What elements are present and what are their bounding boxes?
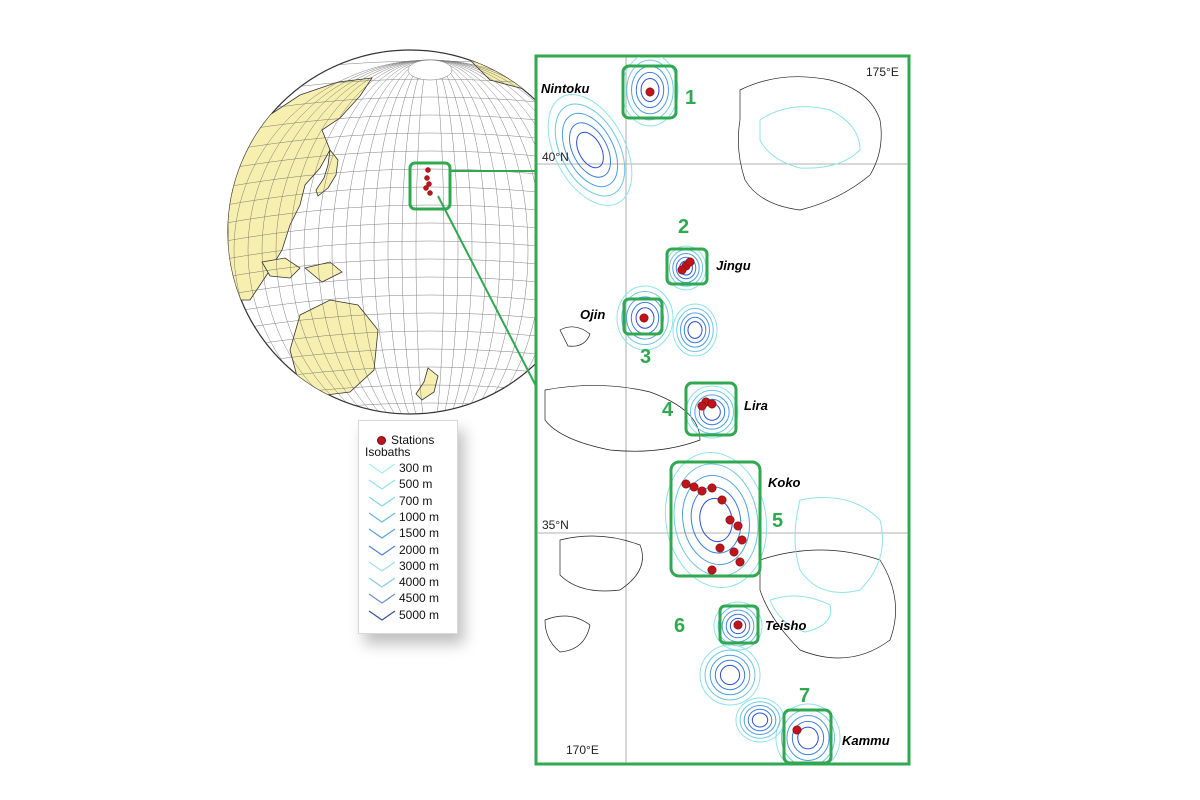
lon-label-bottom: 170°E <box>566 743 599 757</box>
label-jingu: Jingu <box>716 258 751 273</box>
asia-landmass <box>228 77 373 301</box>
station-marker <box>792 725 802 735</box>
station-marker <box>707 399 717 409</box>
box-number-2: 2 <box>678 216 689 238</box>
station-marker <box>685 257 695 267</box>
globe-station-cluster <box>423 167 433 196</box>
station-marker <box>681 479 691 489</box>
lat-label-lower: 35°N <box>542 518 569 532</box>
legend-stations: Stations <box>359 433 457 447</box>
box-koko <box>669 460 762 578</box>
box-nintoku <box>621 64 678 120</box>
box-number-3: 3 <box>640 346 651 368</box>
box-number-6: 6 <box>674 615 685 637</box>
station-marker <box>717 495 727 505</box>
isobath-line-icon <box>368 610 396 621</box>
japan-landmass <box>315 149 339 197</box>
box-number-7: 7 <box>799 685 810 707</box>
legend-isobath-row: 5000 m <box>359 608 457 622</box>
lon-label-top: 175°E <box>866 65 899 79</box>
box-number-4: 4 <box>662 399 674 421</box>
box-number-5: 5 <box>772 510 783 532</box>
legend-isobath-label: 500 m <box>399 477 433 492</box>
legend-isobath-row: 2000 m <box>359 543 457 557</box>
station-marker <box>729 547 739 557</box>
deep-contours <box>544 76 896 659</box>
station-marker <box>715 543 725 553</box>
box-ojin <box>622 297 664 336</box>
box-jingu <box>665 247 709 286</box>
isobath-line-icon <box>368 577 396 588</box>
isobath-line-icon <box>368 561 396 572</box>
globe-highlight-box <box>408 161 452 211</box>
box-lira <box>684 381 738 437</box>
station-marker <box>733 521 743 531</box>
station-marker <box>725 515 735 525</box>
legend-isobath-label: 1000 m <box>399 509 440 524</box>
legend-isobath-label: 1500 m <box>399 526 440 541</box>
isobath-line-icon <box>368 593 396 605</box>
station-marker <box>707 483 717 493</box>
isobath-line-icon <box>368 512 396 523</box>
station-marker <box>707 565 717 575</box>
station-marker <box>733 620 743 630</box>
label-ojin: Ojin <box>580 307 605 322</box>
box-teisho <box>718 604 760 645</box>
label-koko: Koko <box>768 475 801 490</box>
station-marker <box>697 401 707 411</box>
label-lira: Lira <box>744 398 768 413</box>
label-teisho: Teisho <box>765 618 806 633</box>
station-marker <box>645 87 655 97</box>
isobath-line-icon <box>368 463 396 474</box>
legend-isobath-row: 4500 m <box>359 591 457 605</box>
legend-isobath-label: 3000 m <box>399 558 440 573</box>
legend-isobath-row: 1500 m <box>359 526 457 540</box>
legend-isobaths-title: Isobaths <box>365 445 411 459</box>
new-zealand-landmass <box>415 367 439 401</box>
box-number-1: 1 <box>685 87 696 109</box>
legend-isobath-label: 300 m <box>399 461 433 475</box>
legend-isobath-label: 2000 m <box>399 542 440 557</box>
legend-isobath-label: 4000 m <box>399 575 440 590</box>
station-marker <box>735 557 745 567</box>
station-marker <box>737 535 747 545</box>
station-marker <box>639 313 649 323</box>
shallow-isobaths <box>759 106 883 633</box>
legend-isobath-label: 700 m <box>399 493 433 508</box>
station-marker-icon <box>377 436 386 445</box>
legend-isobath-row: 300 m <box>359 461 457 475</box>
box-kammu <box>782 708 833 765</box>
legend-isobath-row: 4000 m <box>359 575 457 589</box>
station-marker <box>697 486 707 496</box>
station-marker <box>689 482 699 492</box>
label-nintoku: Nintoku <box>541 81 589 96</box>
legend-stations-label: Stations <box>391 433 435 447</box>
isobath-line-icon <box>368 545 396 556</box>
station-marker <box>677 265 687 275</box>
legend-isobath-row: 3000 m <box>359 559 457 573</box>
legend-isobath-row: 700 m <box>359 494 457 508</box>
legend-isobath-label: 5000 m <box>399 607 440 622</box>
isobath-line-icon <box>368 528 396 539</box>
label-kammu: Kammu <box>842 733 890 748</box>
isobath-line-icon <box>368 479 396 491</box>
detail-map-panel: 175°E 170°E 40°N 35°N 1 2 3 4 5 6 7 Nint… <box>534 54 911 766</box>
legend-isobath-row: 500 m <box>359 477 457 491</box>
legend-isobath-label: 4500 m <box>399 591 440 606</box>
connector-line-bottom <box>437 195 538 389</box>
legend-isobath-row: 1000 m <box>359 510 457 524</box>
isobath-line-icon <box>368 496 396 507</box>
lat-label-upper: 40°N <box>542 150 569 164</box>
